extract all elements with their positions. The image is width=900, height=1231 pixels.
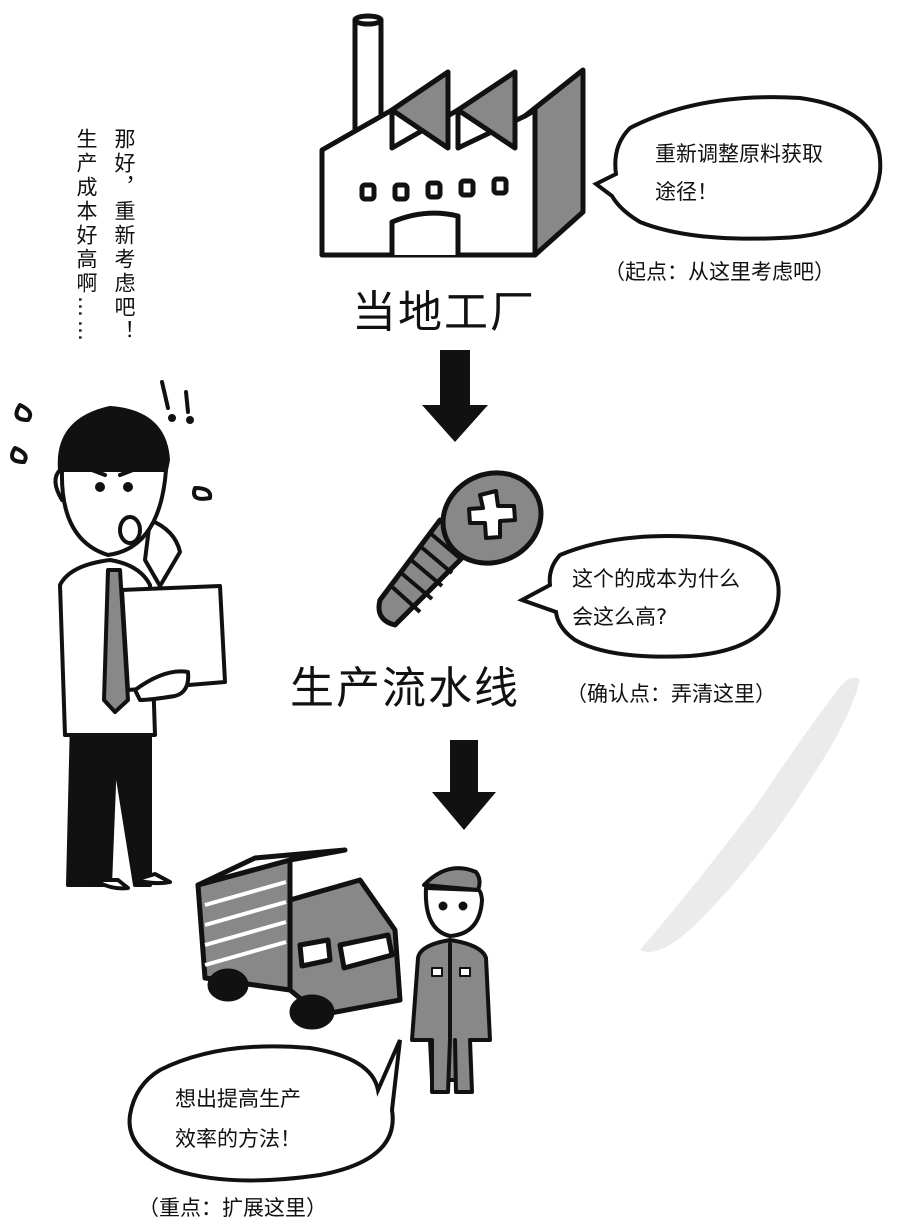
assembly-bubble-line2: 会这么高? [572, 605, 668, 629]
delivery-bubble-line1: 想出提高生产 [175, 1087, 301, 1111]
manager-thought-2: 那好，重新考虑吧！ [112, 128, 136, 344]
factory-note: （起点：从这里考虑吧） [604, 260, 835, 284]
assembly-label: 生产流水线 [290, 663, 520, 714]
factory-bubble-line2: 途径！ [655, 180, 718, 204]
factory-speech-bubble [592, 95, 883, 241]
manager-figure [10, 380, 227, 891]
assembly-bubble-line1: 这个的成本为什么 [572, 567, 740, 591]
delivery-speech-bubble [127, 1039, 402, 1183]
assembly-note: （确认点：弄清这里） [566, 682, 776, 706]
factory-label: 当地工厂 [352, 287, 536, 338]
factory-icon [319, 13, 586, 258]
delivery-note: （重点：扩展这里） [138, 1196, 327, 1220]
worker-figure [410, 866, 492, 1094]
screw-icon [376, 470, 544, 628]
factory-bubble-line1: 重新调整原料获取 [655, 142, 823, 166]
down-arrow-icon [432, 740, 496, 830]
down-arrow-icon [422, 350, 488, 442]
manager-thought-1: 生产成本好高啊…… [74, 128, 98, 344]
background-brush-stroke [640, 677, 860, 952]
truck-icon [195, 847, 403, 1030]
delivery-bubble-line2: 效率的方法！ [175, 1127, 301, 1151]
assembly-speech-bubble [517, 534, 781, 659]
